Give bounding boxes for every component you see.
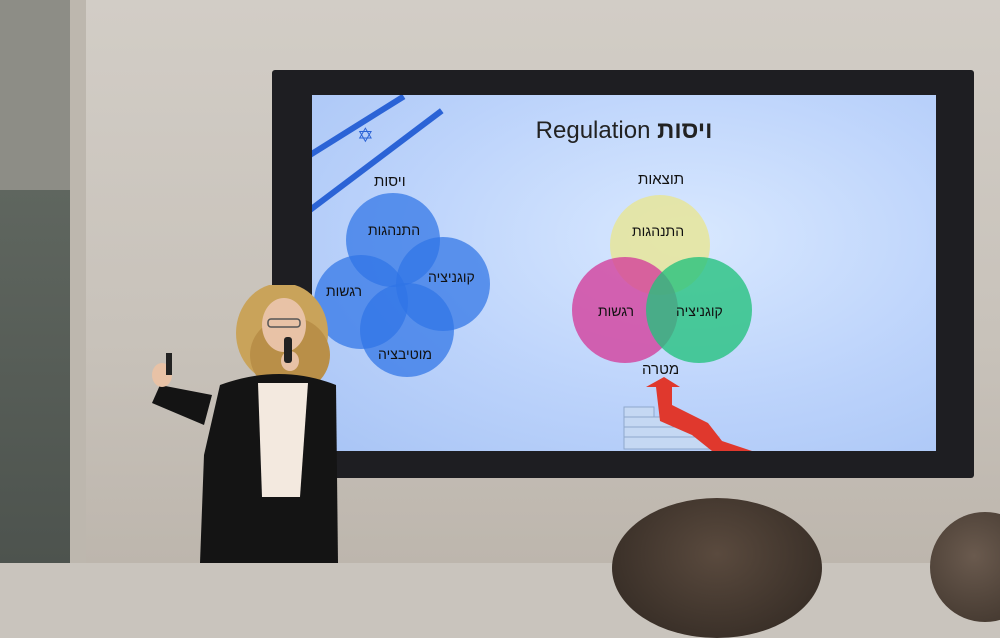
- slide-title: Regulation ויסות: [312, 117, 936, 145]
- title-english: Regulation: [535, 117, 651, 144]
- left-venn-bottom-label: מוטיבציה: [378, 346, 432, 362]
- star-of-david-icon: ✡: [357, 123, 374, 147]
- right-venn-right-label: קוגניציה: [676, 303, 723, 319]
- left-venn-right-label: קוגניציה: [428, 269, 475, 285]
- left-venn-top-label: התנהגות: [368, 222, 421, 238]
- glass-door: [0, 190, 70, 563]
- left-heading: ויסות: [374, 173, 406, 190]
- right-heading: תוצאות: [638, 171, 685, 188]
- presenter-figure: [152, 285, 338, 563]
- stairs-arrow-icon: [623, 377, 752, 451]
- presentation-slide: ✡ Regulation ויסות ויסות התנהגות קוגניצי…: [312, 95, 936, 451]
- left-wall: [0, 0, 70, 563]
- venn-circle-bottom: [360, 283, 454, 377]
- goal-label: מטרה: [642, 361, 680, 378]
- venn-circle-green: [646, 257, 752, 363]
- right-venn-top-label: התנהגות: [632, 223, 685, 239]
- audience-head: [612, 498, 822, 638]
- wall-pillar: [70, 0, 86, 563]
- title-hebrew: ויסות: [657, 117, 713, 144]
- left-venn-left-label: רגשות: [326, 283, 362, 299]
- right-venn-left-label: רגשות: [598, 303, 634, 319]
